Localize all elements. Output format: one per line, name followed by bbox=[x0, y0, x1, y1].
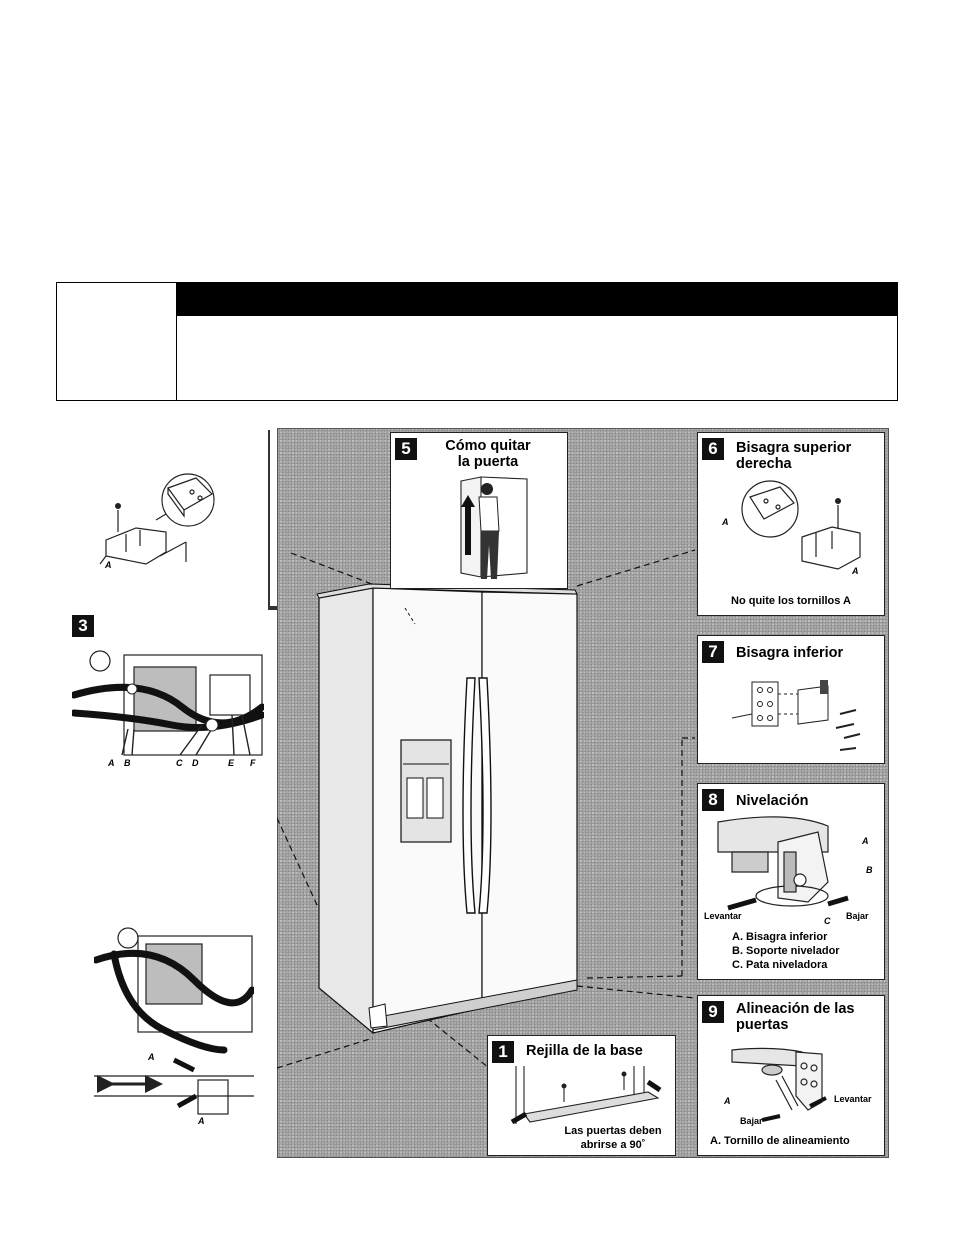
step8-title: Nivelación bbox=[736, 793, 809, 809]
left-rule-tick bbox=[268, 606, 278, 610]
step3-water-valve-illustration: A B C D E F bbox=[72, 645, 264, 770]
step8-label-a: A bbox=[862, 836, 869, 846]
step7-number: 7 bbox=[702, 641, 724, 663]
step3-label-f: F bbox=[250, 758, 256, 768]
step9-lower-label: Bajar bbox=[740, 1116, 763, 1126]
step1-caption-line2: abrirse a 90˚ bbox=[580, 1139, 646, 1151]
step1-caption-line1: Las puertas deben bbox=[564, 1125, 662, 1137]
step5-door-removal-callout: 5 Cómo quitar la puerta bbox=[390, 432, 568, 589]
step1-title: Rejilla de la base bbox=[526, 1043, 643, 1059]
step5-title-line2: la puerta bbox=[457, 454, 519, 470]
step7-lower-hinge-callout: 7 Bisagra inferior bbox=[697, 635, 885, 764]
step8-number: 8 bbox=[702, 789, 724, 811]
step3-label-c: C bbox=[176, 758, 183, 768]
left-bottom-label-a1: A bbox=[148, 1052, 155, 1062]
step8-legend: A. Bisagra inferior B. Soporte nivelador… bbox=[732, 930, 840, 972]
step8-legend-a: A. Bisagra inferior bbox=[732, 931, 828, 943]
step9-door-alignment-callout: 9 Alineación de las puertas A Levantar B… bbox=[697, 995, 885, 1156]
step6-label-a2: A bbox=[852, 566, 859, 576]
step7-title: Bisagra inferior bbox=[736, 645, 844, 661]
step8-label-c: C bbox=[824, 916, 831, 926]
step8-legend-c: C. Pata niveladora bbox=[732, 959, 828, 971]
left-top-hinge-illustration: A bbox=[96, 472, 226, 572]
left-bottom-label-a2: A bbox=[198, 1116, 205, 1126]
step9-number: 9 bbox=[702, 1001, 724, 1023]
step6-number: 6 bbox=[702, 438, 724, 460]
step5-number: 5 bbox=[395, 438, 417, 460]
step6-title-line1: Bisagra superior bbox=[736, 440, 852, 456]
step6-title-line2: derecha bbox=[736, 456, 792, 472]
left-bottom-connection-illustration: A A bbox=[94, 920, 254, 1130]
step9-title: Alineación de las puertas bbox=[736, 1001, 854, 1033]
warning-divider bbox=[176, 282, 177, 401]
step6-caption: No quite los tornillos A bbox=[731, 595, 851, 607]
step8-label-b: B bbox=[866, 865, 873, 875]
step8-raise-label: Levantar bbox=[704, 911, 742, 921]
step8-leveling-callout: 8 Nivelación A B C Levantar Bajar A. Bis… bbox=[697, 783, 885, 980]
step1-caption: Las puertas deben abrirse a 90˚ bbox=[552, 1124, 674, 1152]
step1-number: 1 bbox=[492, 1041, 514, 1063]
step6-upper-hinge-callout: 6 Bisagra superior derecha A A No quite … bbox=[697, 432, 885, 616]
step9-legend: A. Tornillo de alineamiento bbox=[710, 1135, 850, 1147]
step9-title-line2: puertas bbox=[736, 1017, 789, 1033]
left-top-label-a: A bbox=[105, 560, 112, 570]
warning-header-bar bbox=[177, 282, 898, 316]
step9-label-a: A bbox=[724, 1096, 731, 1106]
step1-base-grille-callout: 1 Rejilla de la base Las puertas deben a… bbox=[487, 1035, 676, 1156]
step9-raise-label: Levantar bbox=[834, 1094, 872, 1104]
step3-number: 3 bbox=[72, 615, 94, 637]
step5-title-line1: Cómo quitar bbox=[445, 438, 531, 454]
step8-legend-b: B. Soporte nivelador bbox=[732, 945, 840, 957]
left-rule-top bbox=[268, 430, 270, 610]
step3-label-e: E bbox=[228, 758, 235, 768]
step6-label-a1: A bbox=[722, 517, 729, 527]
step9-title-line1: Alineación de las bbox=[736, 1001, 855, 1017]
step6-title: Bisagra superior derecha bbox=[736, 440, 851, 472]
step5-title: Cómo quitar la puerta bbox=[433, 438, 543, 470]
step3-label-d: D bbox=[192, 758, 199, 768]
step3-label-a: A bbox=[108, 758, 115, 768]
step3-label-b: B bbox=[124, 758, 131, 768]
step8-lower-label: Bajar bbox=[846, 911, 869, 921]
refrigerator-illustration bbox=[277, 428, 889, 1158]
